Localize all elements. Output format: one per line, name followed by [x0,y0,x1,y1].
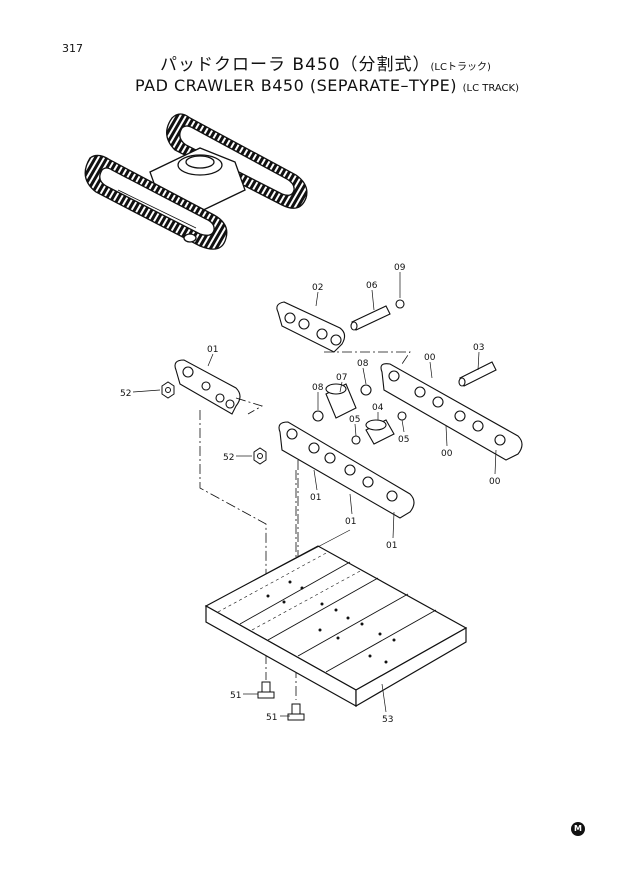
undercarriage-illustration [84,113,308,250]
snap-ring-09 [395,299,405,309]
track-pads-53 [204,529,468,708]
callout-07: 07 [336,373,347,383]
callout-00-b: 00 [441,449,453,459]
callout-06: 06 [366,281,378,291]
seal-05-right [397,411,407,421]
nut-52-left [161,381,175,399]
callout-08-mid: 08 [312,383,324,393]
callout-00-a: 00 [424,353,436,363]
title-japanese: パッドクローラ B450（分割式）(LCトラック) [160,50,491,75]
pad-bolt-holes [266,580,396,664]
callout-53: 53 [382,715,393,725]
callout-04: 04 [372,403,384,413]
callout-52-left: 52 [120,389,131,399]
title-japanese-main: パッドクローラ B450（分割式） [160,55,431,75]
track-pin-06 [350,305,391,331]
seal-08-mid [312,410,324,422]
track-link-chain-01-lower [278,421,415,519]
callout-01-a: 01 [310,493,321,503]
callout-51-a: 51 [230,691,241,701]
title-japanese-sub: (LCトラック) [430,62,491,73]
callout-00-c: 00 [489,477,501,487]
callout-03: 03 [473,343,484,353]
bolt-51-a [257,681,275,699]
nut-52-mid [253,447,267,465]
callout-01-c: 01 [386,541,397,551]
bushing-04 [365,419,395,445]
track-link-chain-00 [380,363,523,461]
callout-labels: 02 06 09 01 52 08 00 03 08 07 04 05 05 0… [120,263,501,725]
pin-03 [458,361,497,387]
track-link-01-left [174,359,241,415]
page-number: 317 [62,42,83,55]
bushing-07 [325,383,357,419]
callout-01-b: 01 [345,517,356,527]
callout-01-top: 01 [207,345,218,355]
callout-02: 02 [312,283,323,293]
callout-51-b: 51 [266,713,277,723]
leader-lines [132,272,497,717]
title-english-main: PAD CRAWLER B450 (SEPARATE–TYPE) [135,76,458,95]
title-english: PAD CRAWLER B450 (SEPARATE–TYPE) (LC TRA… [135,76,519,95]
maker-mark-logo: M [571,822,585,836]
callout-09: 09 [394,263,406,273]
callout-05-left: 05 [349,415,360,425]
callout-08-top: 08 [357,359,369,369]
seal-05-left [351,435,361,445]
title-english-sub: (LC TRACK) [462,83,520,94]
seal-08-top [360,384,372,396]
master-link-02 [276,301,346,353]
callout-52-mid: 52 [223,453,234,463]
callout-05-right: 05 [398,435,409,445]
bolt-51-b [287,703,305,721]
